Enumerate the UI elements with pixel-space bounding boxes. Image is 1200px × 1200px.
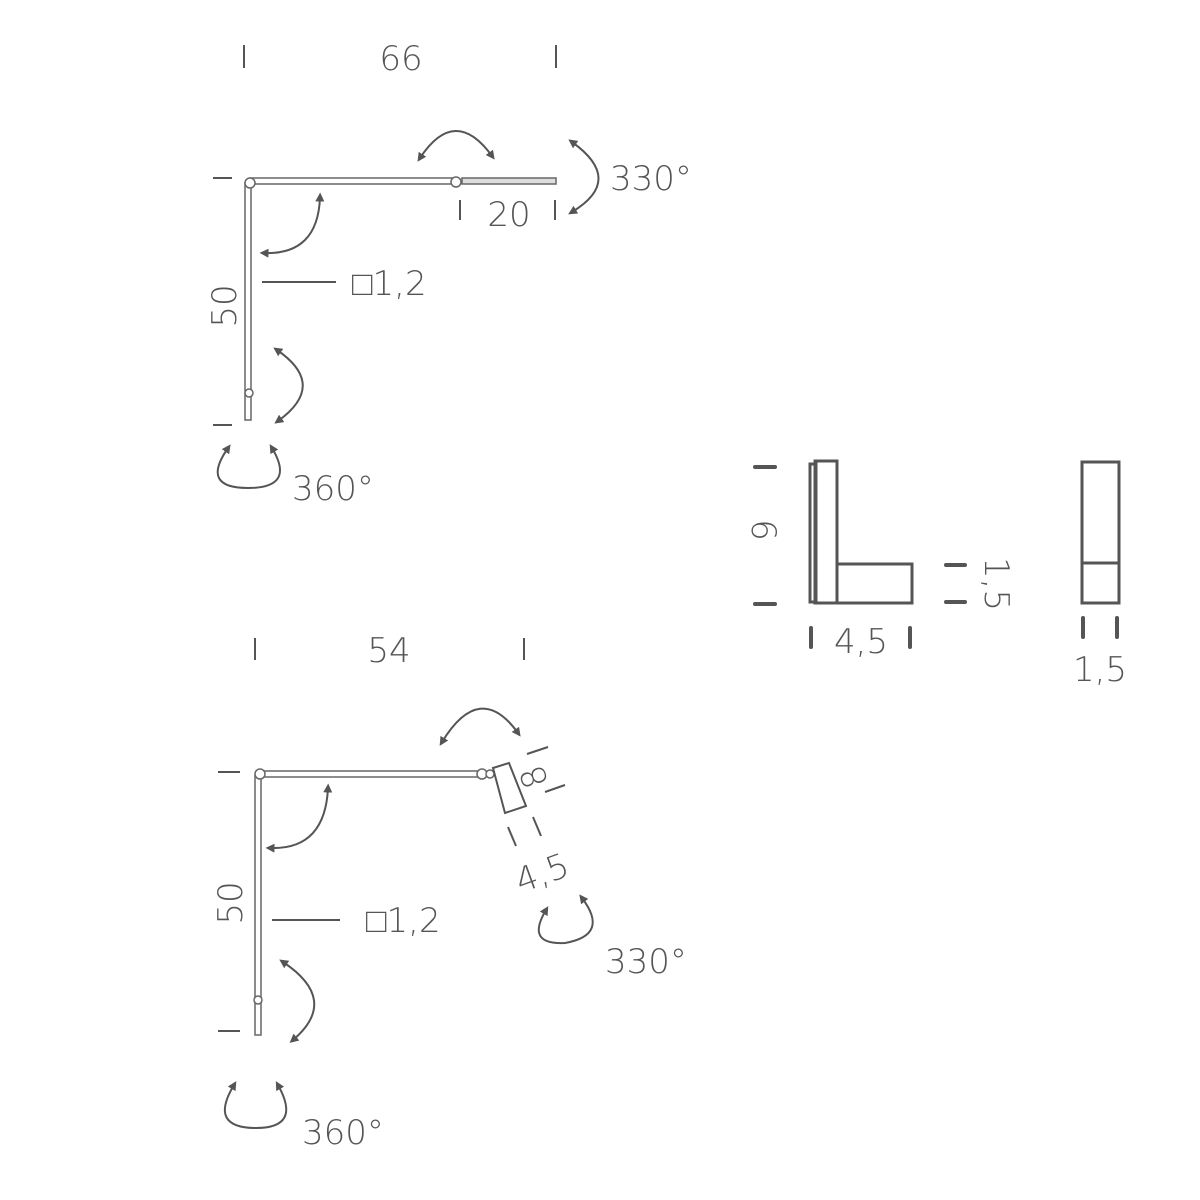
- head-rotation-label: 330°: [610, 159, 692, 199]
- base-tilt-arrow-icon: [279, 959, 316, 1043]
- foot-height-label: 1,5: [976, 557, 1016, 611]
- lamp-head: [491, 761, 528, 815]
- base-rotation-label: 360°: [302, 1113, 384, 1153]
- width-label: 54: [367, 631, 410, 671]
- base-side-view: 6 4,5 1,5: [743, 459, 1016, 662]
- head-length-label: 20: [487, 195, 530, 235]
- arm-rotation-arrow-icon: [439, 707, 521, 746]
- head-width-label: 4,5: [510, 846, 574, 902]
- lamp-bottom-drawing: 54 50 8 4,5 330°: [211, 631, 687, 1153]
- width-label: 66: [379, 39, 422, 79]
- elbow-rotation-arrow-icon: [265, 783, 333, 853]
- base-depth-label: 4,5: [834, 622, 888, 662]
- lamp-arm: [253, 761, 528, 1036]
- head-length-dimension: 20: [459, 195, 556, 235]
- head-length-label: 8: [512, 760, 557, 794]
- head-rotation-arrow-icon: [537, 894, 594, 945]
- profile-label: □1,2: [366, 901, 441, 941]
- lamp-top-drawing: 66 50 20 330° □1,2 360°: [205, 39, 692, 509]
- base-rotation-arrow-icon: [224, 1081, 288, 1130]
- head-width-dimension: 4,5: [507, 816, 574, 902]
- arm-rotation-arrow-icon: [417, 130, 495, 162]
- elbow-rotation-arrow-icon: [259, 192, 325, 258]
- elbow-joint: [244, 177, 256, 189]
- height-label: 50: [211, 881, 251, 924]
- base-rotation-arrow-icon: [216, 444, 281, 490]
- base-front-view: 1,5: [1073, 460, 1127, 690]
- width-dimension: 66: [243, 39, 557, 79]
- profile-label: □1,2: [352, 264, 427, 304]
- lamp-arm: [244, 176, 557, 421]
- base-height-label: 6: [743, 519, 783, 541]
- base-joint: [253, 995, 263, 1005]
- head-rotation-arrow-icon: [568, 139, 600, 215]
- head-rotation-label: 330°: [605, 942, 687, 982]
- head-length-dimension: 8: [512, 746, 566, 794]
- width-dimension: 54: [254, 631, 525, 671]
- elbow-joint: [254, 768, 266, 780]
- height-dimension: 50: [211, 771, 251, 1032]
- base-width-label: 1,5: [1073, 650, 1127, 690]
- height-dimension: 50: [205, 177, 245, 426]
- base-tilt-arrow-icon: [273, 347, 304, 424]
- head-joint: [450, 176, 462, 188]
- base-joint: [244, 388, 254, 398]
- base-rotation-label: 360°: [292, 469, 374, 509]
- height-label: 50: [205, 284, 245, 327]
